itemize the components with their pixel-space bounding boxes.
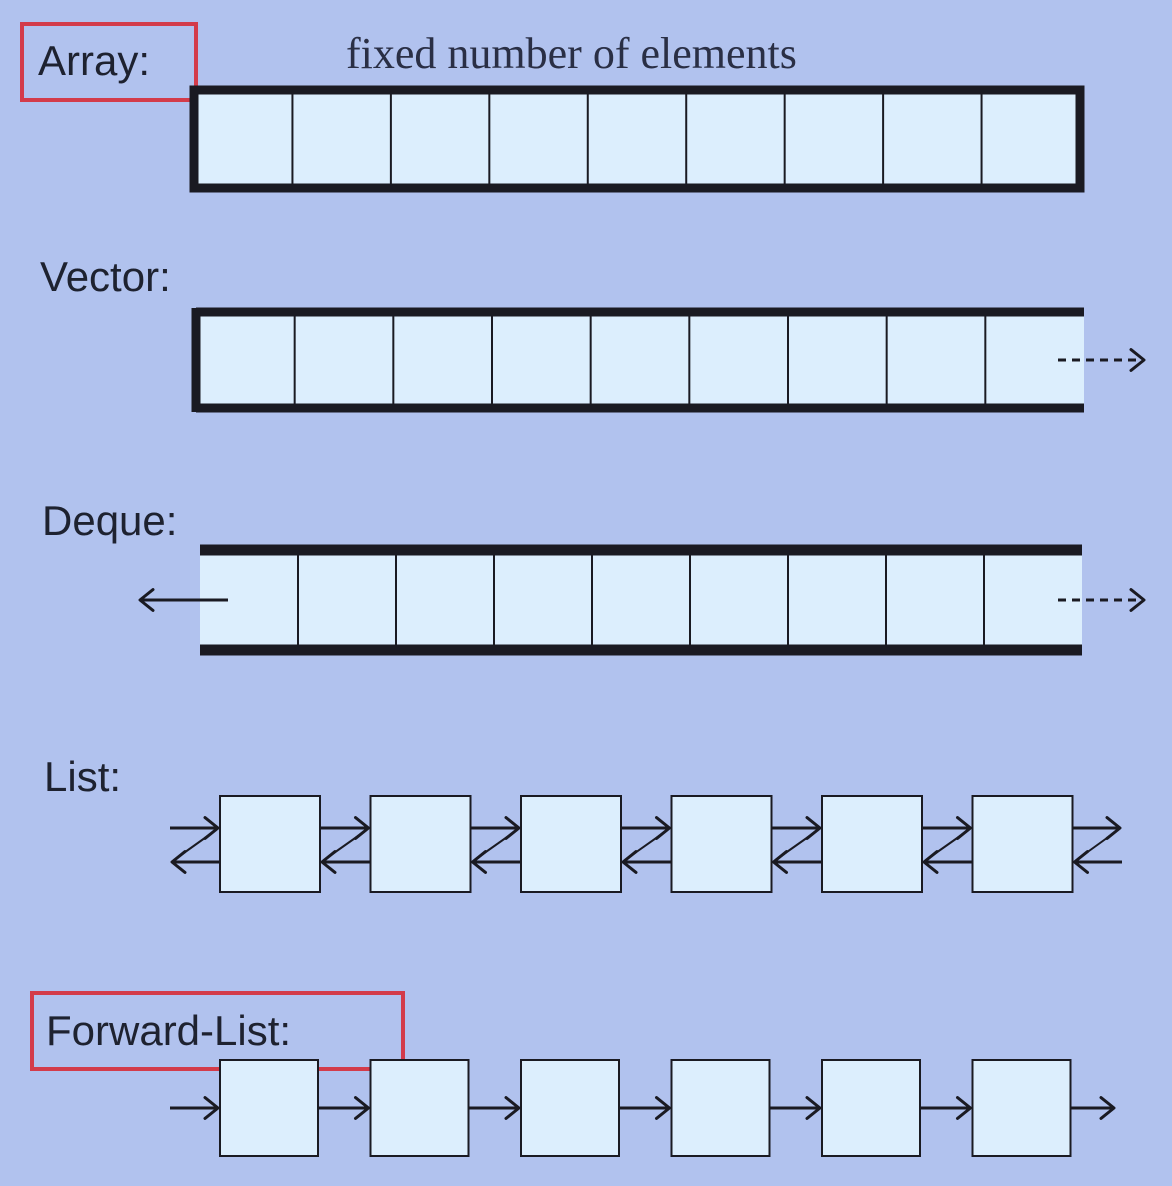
forward-list-arrowhead (1099, 1096, 1116, 1120)
forward-list-node (670, 1059, 771, 1157)
forward-list-node (369, 1059, 470, 1157)
list-node (670, 795, 773, 893)
forward-list-arrowhead (504, 1096, 521, 1120)
list-link-zig (624, 829, 669, 861)
forward-list-arrowhead (956, 1096, 972, 1120)
array-border (189, 85, 1085, 193)
vector-grow-arrow-head (1129, 348, 1146, 372)
list-node (971, 795, 1074, 893)
vector-label: Vector: (40, 253, 171, 300)
vector-diagram (191, 307, 1146, 413)
array-label: Array: (38, 37, 151, 84)
deque-label: Deque: (42, 497, 178, 544)
list-link-zig (774, 829, 819, 861)
deque-diagram (138, 544, 1146, 656)
list-node (369, 795, 472, 893)
list-node (821, 795, 923, 893)
array-fill (194, 90, 1080, 188)
forward-list-node (219, 1059, 319, 1157)
forward-list-arrowhead (655, 1096, 671, 1120)
list-link-zig (925, 829, 970, 861)
deque-back-arrow-head (1129, 588, 1146, 612)
list-link-zig (323, 829, 368, 861)
vector-fill (196, 312, 1084, 408)
list-link-zig (173, 829, 217, 861)
forward-list-node (520, 1059, 620, 1157)
forward-list-node (971, 1059, 1072, 1157)
forward-list-label: Forward-List: (46, 1007, 292, 1054)
array-note: fixed number of elements (346, 29, 797, 78)
array-diagram (189, 85, 1085, 193)
forward-list-arrowhead (354, 1096, 370, 1120)
forward-list-arrowhead (203, 1096, 220, 1120)
deque-front-arrow-head (138, 588, 155, 612)
list-label: List: (44, 753, 122, 800)
list-diagram (170, 795, 1122, 893)
list-node (520, 795, 622, 893)
list-node (219, 795, 321, 893)
forward-list-node (821, 1059, 921, 1157)
forward-list-diagram (170, 1059, 1116, 1157)
list-link-zig (1075, 829, 1119, 861)
list-link-zig (473, 829, 518, 861)
forward-list-arrowhead (805, 1096, 822, 1120)
deque-fill (200, 552, 1082, 648)
array-label-highlight (20, 22, 198, 102)
forward-list-label-highlight (30, 991, 405, 1071)
